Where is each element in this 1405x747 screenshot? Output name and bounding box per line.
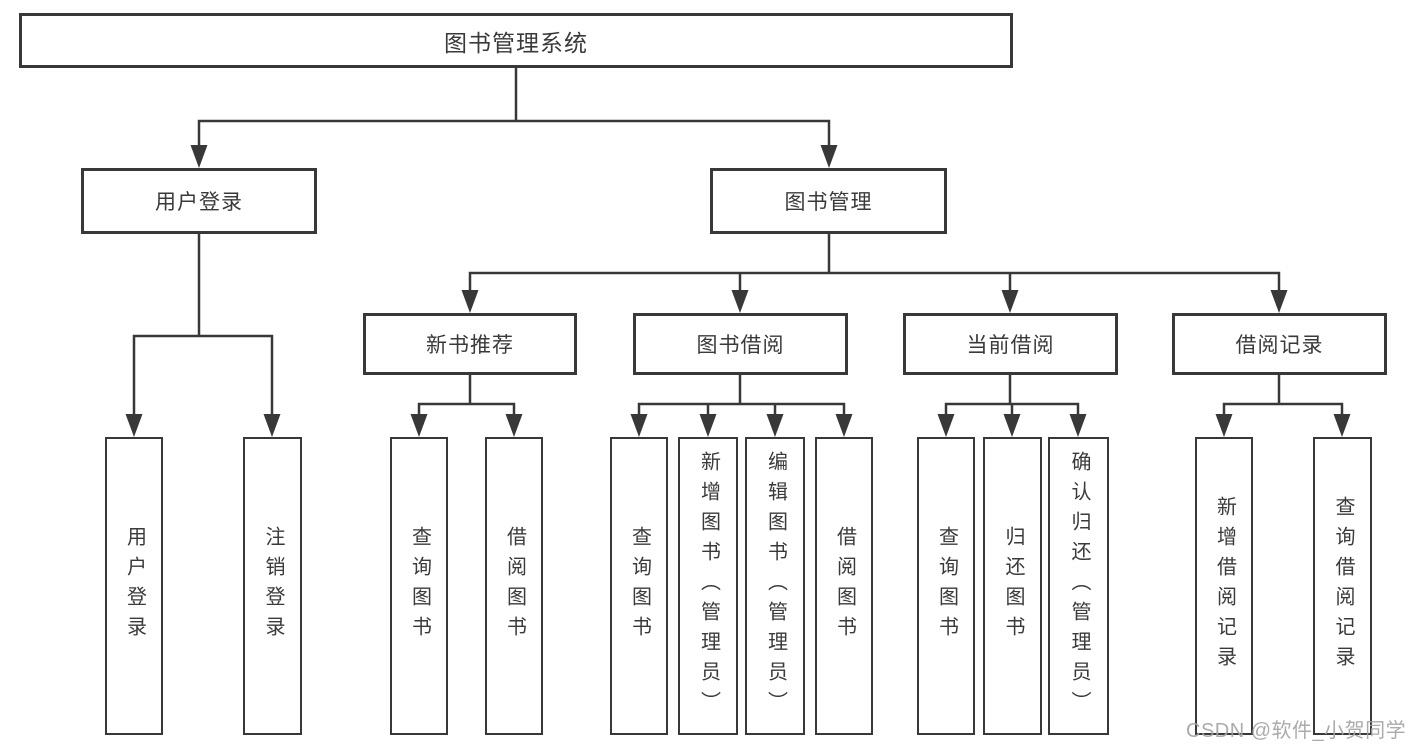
connector-user-login-to-leaves <box>132 234 274 433</box>
leaf-current-return-books: 归还图书 <box>983 437 1042 735</box>
node-root: 图书管理系统 <box>19 13 1013 68</box>
leaf-current-confirm-return-admin: 确认归还（管理员） <box>1048 437 1109 735</box>
leaf-current-query-books: 查询图书 <box>917 437 975 735</box>
leaf-recommend-query-books: 查询图书 <box>390 437 448 735</box>
node-new-book-recommend-label: 新书推荐 <box>426 334 514 357</box>
leaf-records-add-record-label: 新增借阅记录 <box>1213 496 1236 676</box>
leaf-logout-label: 注销登录 <box>262 526 284 646</box>
connector-book-mgmt-to-level3 <box>468 234 1281 309</box>
leaf-records-query-record: 查询借阅记录 <box>1313 437 1372 735</box>
leaf-user-login-label: 用户登录 <box>123 526 146 646</box>
leaf-borrow-add-books-admin: 新增图书（管理员） <box>678 437 738 735</box>
node-borrow-records: 借阅记录 <box>1172 313 1387 375</box>
leaf-borrow-edit-books-admin: 编辑图书（管理员） <box>745 437 805 735</box>
leaf-current-query-books-label: 查询图书 <box>935 526 958 646</box>
leaf-borrow-add-books-admin-label: 新增图书（管理员） <box>697 451 720 721</box>
node-book-borrow-label: 图书借阅 <box>696 334 785 357</box>
connector-book-borrow-to-leaves <box>637 375 846 433</box>
leaf-borrow-query-books-label: 查询图书 <box>628 526 651 646</box>
node-borrow-records-label: 借阅记录 <box>1235 334 1324 357</box>
connector-root-to-level2 <box>197 68 831 164</box>
leaf-borrow-query-books: 查询图书 <box>610 437 668 735</box>
node-user-login-label: 用户登录 <box>155 191 243 214</box>
leaf-borrow-edit-books-admin-label: 编辑图书（管理员） <box>764 451 787 721</box>
leaf-records-query-record-label: 查询借阅记录 <box>1332 496 1354 676</box>
leaf-logout: 注销登录 <box>243 437 302 735</box>
connector-new-book-rec-to-leaves <box>417 375 516 433</box>
node-current-borrow: 当前借阅 <box>903 313 1118 375</box>
connector-borrow-records-to-leaves <box>1222 375 1344 433</box>
leaf-current-return-books-label: 归还图书 <box>1002 526 1024 646</box>
node-book-borrow: 图书借阅 <box>633 313 848 375</box>
leaf-records-add-record: 新增借阅记录 <box>1195 437 1253 735</box>
csdn-watermark: CSDN @软件_小贺同学 <box>1186 720 1405 742</box>
leaf-recommend-borrow-books: 借阅图书 <box>485 437 543 735</box>
leaf-borrow-borrow-books-label: 借阅图书 <box>833 526 856 646</box>
node-current-borrow-label: 当前借阅 <box>966 334 1055 357</box>
node-user-login: 用户登录 <box>81 168 317 234</box>
node-book-management: 图书管理 <box>710 168 947 234</box>
leaf-recommend-borrow-books-label: 借阅图书 <box>503 526 526 646</box>
leaf-current-confirm-return-admin-label: 确认归还（管理员） <box>1068 451 1090 721</box>
node-new-book-recommend: 新书推荐 <box>363 313 577 375</box>
leaf-user-login: 用户登录 <box>105 437 163 735</box>
leaf-recommend-query-books-label: 查询图书 <box>408 526 431 646</box>
node-root-label: 图书管理系统 <box>444 29 588 56</box>
arrowheads <box>125 145 1351 437</box>
leaf-borrow-borrow-books: 借阅图书 <box>815 437 873 735</box>
node-book-management-label: 图书管理 <box>784 191 873 214</box>
